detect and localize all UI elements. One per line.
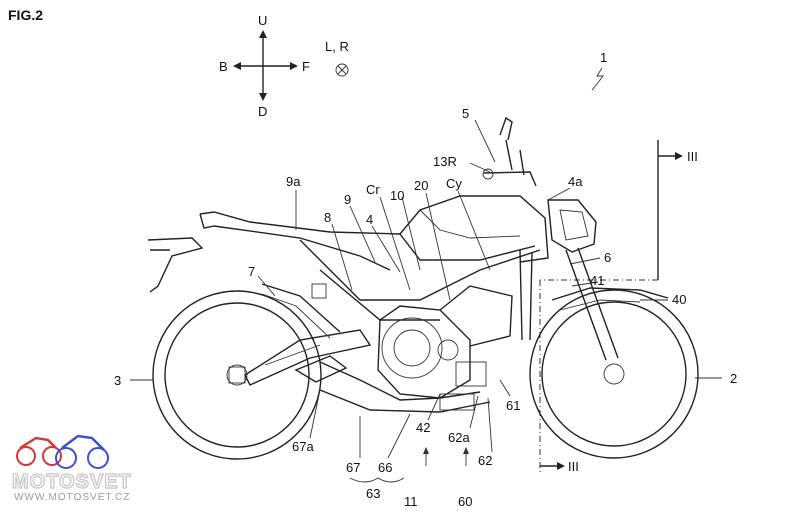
dir-down-label: D [258, 104, 267, 119]
ref-60: 60 [458, 494, 472, 509]
dir-back-label: B [219, 59, 228, 74]
watermark-brand: MOTOSVET [12, 471, 132, 493]
ref-67: 67 [346, 460, 360, 475]
dir-lateral-label: L, R [325, 39, 349, 54]
ref-41: 41 [590, 273, 604, 288]
ref-6: 6 [604, 250, 611, 265]
rear-fender [147, 237, 204, 293]
handlebar [482, 116, 537, 187]
section-mark-top: III [687, 149, 698, 164]
ref-61: 61 [506, 398, 520, 413]
dir-front-label: F [302, 59, 310, 74]
rear-wheel [152, 290, 322, 460]
ref-62a: 62a [448, 430, 470, 445]
direction-indicator: U D B F L, R [219, 13, 349, 119]
swingarm [244, 329, 372, 386]
front-wheel [529, 289, 699, 459]
ref-2: 2 [730, 371, 737, 386]
ref-10: 10 [390, 188, 404, 203]
ref-cr: Cr [366, 182, 380, 197]
exhaust [294, 355, 491, 413]
ref-8: 8 [324, 210, 331, 225]
ref-5: 5 [462, 106, 469, 121]
ref-67a: 67a [292, 439, 314, 454]
leader-lines [130, 119, 722, 483]
section-line-iii: III III [539, 140, 698, 475]
ref-62: 62 [478, 453, 492, 468]
ref-20: 20 [414, 178, 428, 193]
reference-numerals: 5 13R 4a 9a Cr 10 20 Cy 9 8 4 6 41 40 7 … [114, 106, 737, 509]
ref-1-arrow [591, 67, 604, 91]
ref-1: 1 [600, 50, 607, 65]
ref-4: 4 [366, 212, 373, 227]
lateral-into-page-icon [335, 63, 349, 77]
motorcycle-logo-icon [16, 434, 109, 469]
figure-label: FIG.2 [8, 7, 43, 23]
engine [377, 285, 513, 399]
ref-63: 63 [366, 486, 380, 501]
ref-42: 42 [416, 420, 430, 435]
ref-9: 9 [344, 192, 351, 207]
watermark-url: WWW.MOTOSVET.CZ [14, 492, 130, 503]
rear-shock [261, 283, 341, 339]
ref-13r: 13R [433, 154, 457, 169]
headlight [547, 199, 597, 253]
ref-7: 7 [248, 264, 255, 279]
ref-40: 40 [672, 292, 686, 307]
watermark-logo: MOTOSVET WWW.MOTOSVET.CZ [11, 434, 132, 503]
dir-up-label: U [258, 13, 267, 28]
ref-cy: Cy [446, 176, 462, 191]
ref-3: 3 [114, 373, 121, 388]
ref-11: 11 [404, 494, 418, 509]
section-mark-bottom: III [568, 459, 579, 474]
body-outline [199, 195, 549, 271]
ref-4a: 4a [568, 174, 583, 189]
main-frame [299, 239, 541, 341]
ref-66: 66 [378, 460, 392, 475]
front-fork [551, 247, 669, 361]
ref-9a: 9a [286, 174, 301, 189]
